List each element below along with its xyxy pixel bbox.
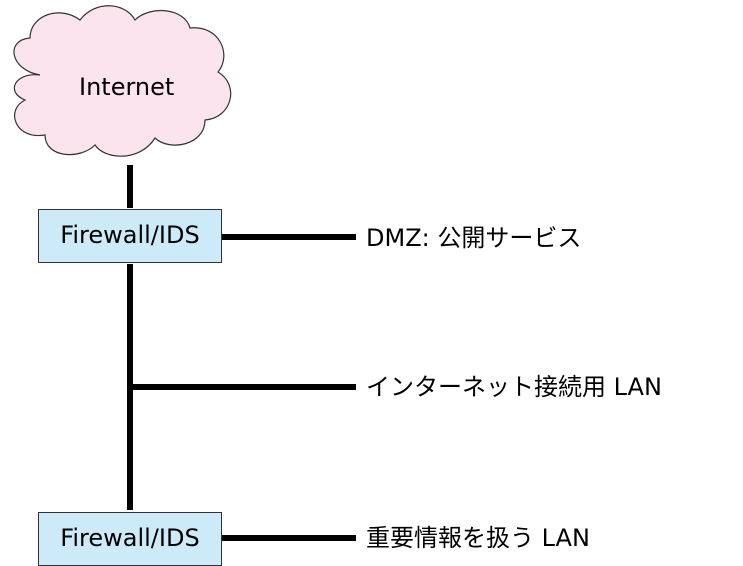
secure-lan-label: 重要情報を扱う LAN [366,524,590,552]
internet-cloud-label: Internet [79,73,175,101]
internet-lan-label: インターネット接続用 LAN [366,373,662,401]
firewall-bottom: Firewall/IDS [38,512,222,566]
firewall-bottom-label: Firewall/IDS [60,524,200,552]
firewall-top: Firewall/IDS [38,209,222,263]
internet-cloud-shape [13,5,232,157]
dmz-label: DMZ: 公開サービス [366,224,582,252]
firewall-top-label: Firewall/IDS [60,221,200,249]
